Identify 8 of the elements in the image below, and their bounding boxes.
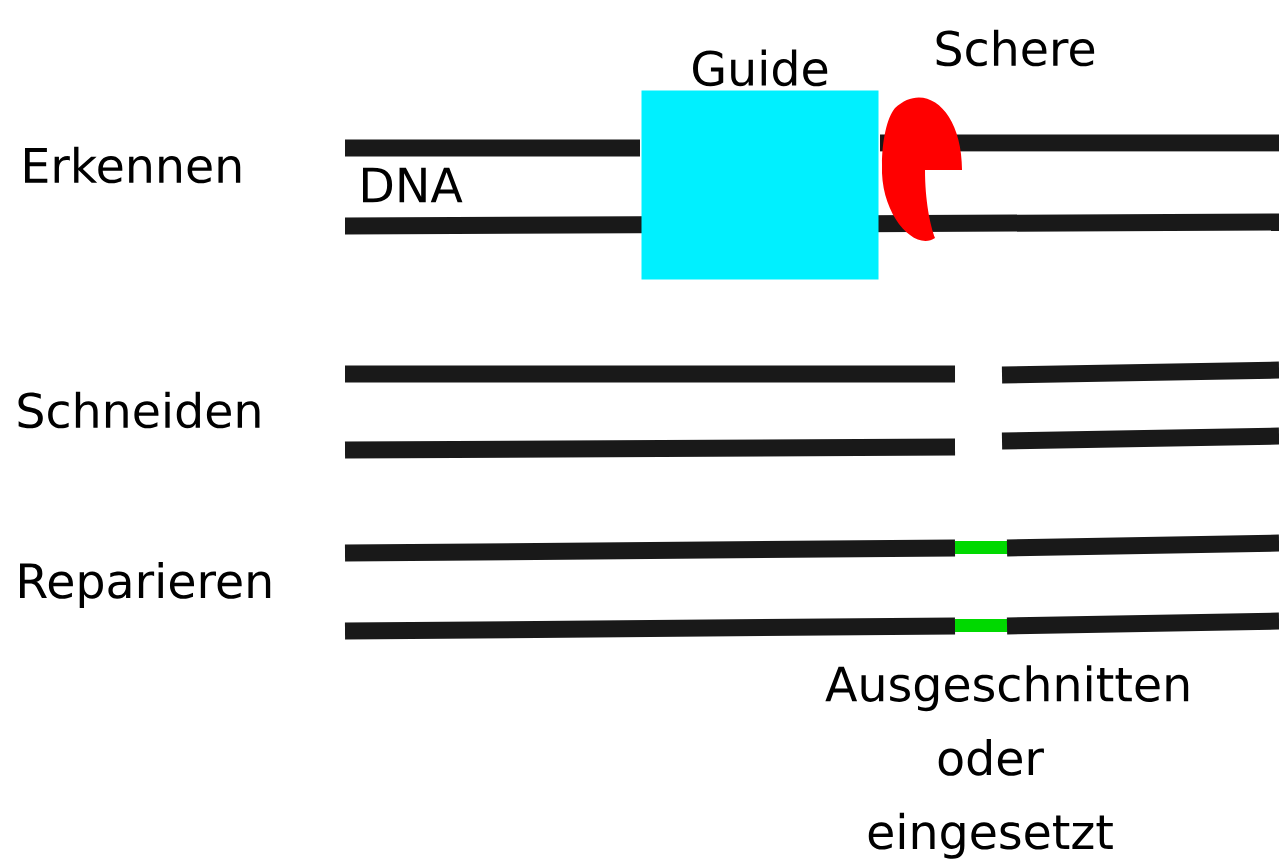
step-label: Erkennen bbox=[25, 146, 241, 184]
step-label: Schneiden bbox=[18, 391, 260, 429]
node-label: Guide bbox=[693, 49, 828, 87]
guide-box: Guide bbox=[641, 49, 879, 280]
caption: Ausgeschnitten oder eingesetzt bbox=[825, 665, 1189, 859]
step-label: Reparieren bbox=[20, 562, 271, 608]
dna-label: DNA bbox=[363, 167, 463, 203]
node-label: Schere bbox=[936, 29, 1095, 67]
